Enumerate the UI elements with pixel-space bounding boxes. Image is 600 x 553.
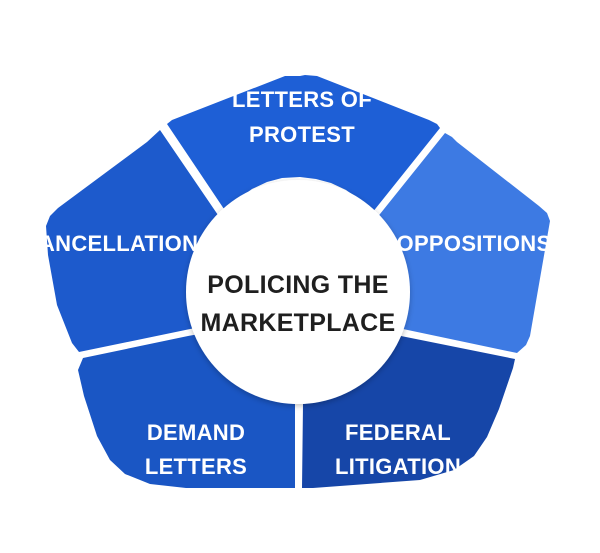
segment-label-federal-litigation-line2: LITIGATION: [335, 454, 461, 479]
center-hub: [186, 180, 410, 404]
segment-letters-of-protest: [167, 75, 440, 213]
segment-label-federal-litigation-line1: FEDERAL: [345, 420, 451, 445]
segment-label-demand-letters-line1: DEMAND: [147, 420, 245, 445]
segment-label-demand-letters-line2: LETTERS: [145, 454, 247, 479]
segment-oppositions: [376, 133, 550, 353]
segment-demand-letters: [78, 334, 295, 488]
segment-cancellations: [46, 130, 220, 352]
segment-label-letters-of-protest-line2: PROTEST: [249, 122, 355, 147]
segment-label-letters-of-protest-line1: LETTERS OF: [232, 87, 372, 112]
center-title-line1: POLICING THE: [207, 271, 388, 299]
segment-label-cancellations: CANCELLATIONS: [23, 231, 213, 256]
segment-federal-litigation: [302, 336, 515, 488]
segment-label-oppositions: OPPOSITIONS: [397, 231, 552, 256]
center-title-line2: MARKETPLACE: [201, 309, 396, 337]
